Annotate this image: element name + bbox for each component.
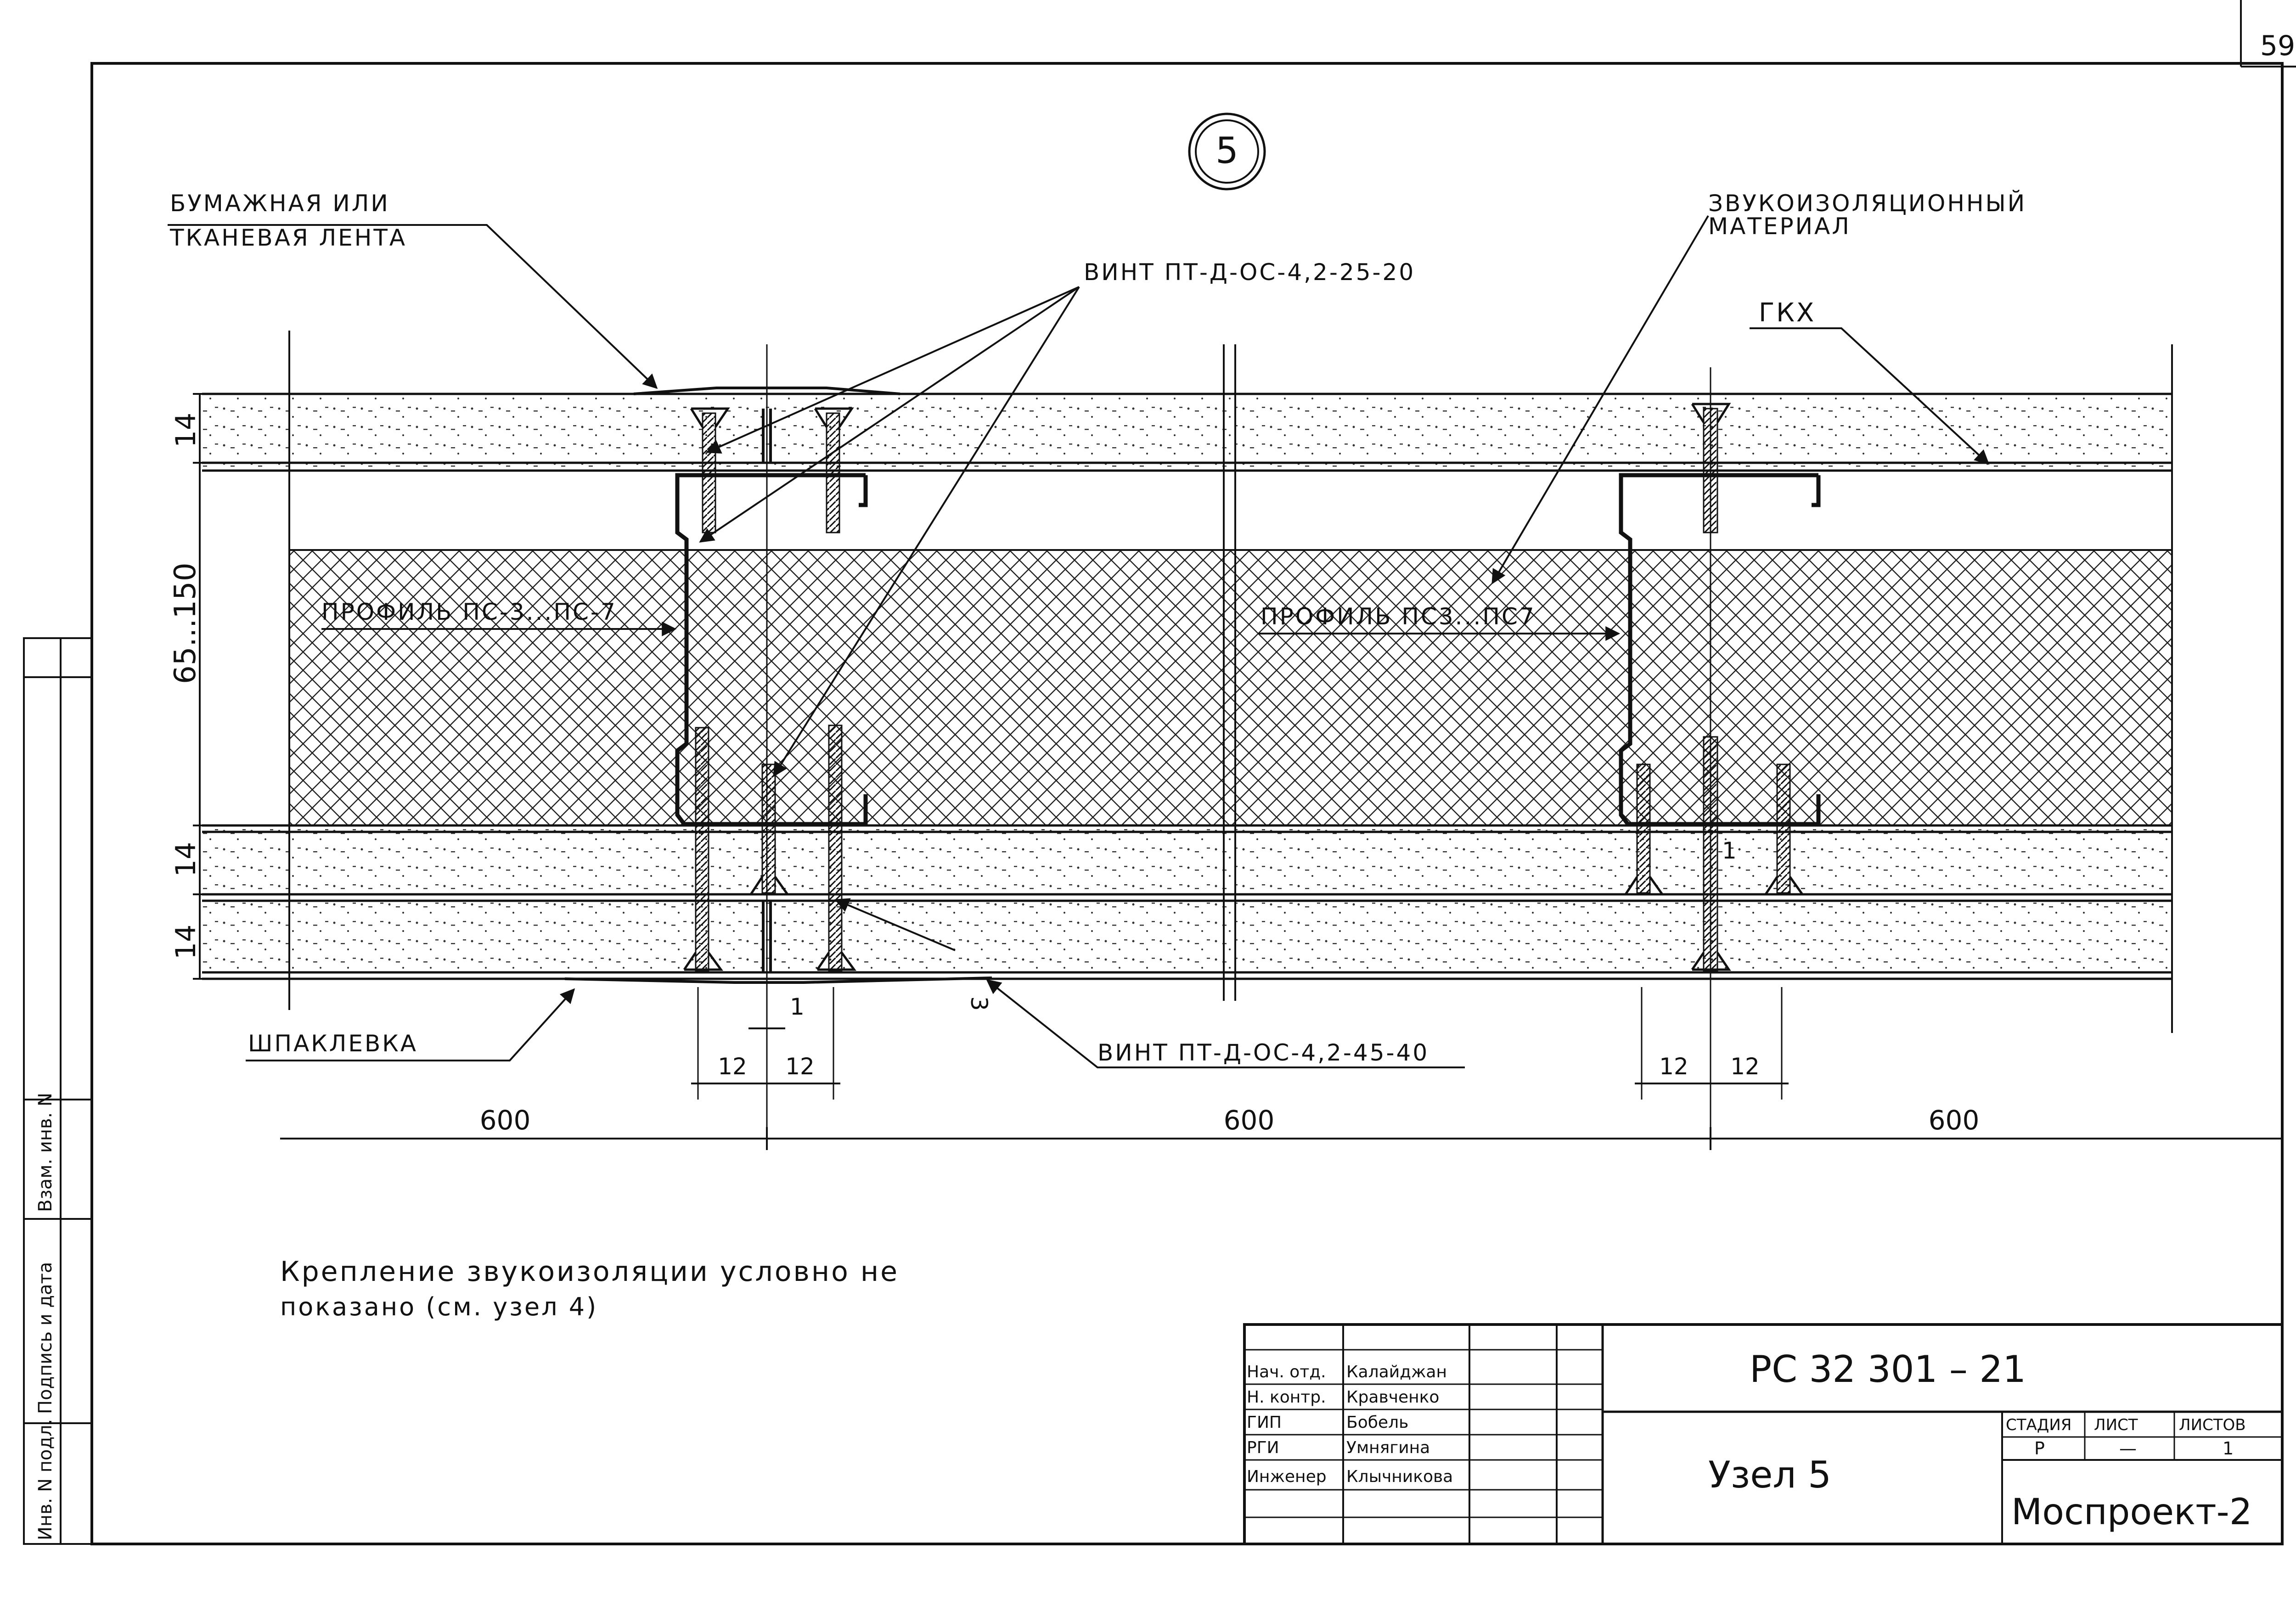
stamp-replace-label: Взам. инв. N (35, 1093, 56, 1212)
label-insulation-2: МАТЕРИАЛ (1708, 213, 1851, 240)
staff-name-4: Умнягина (1346, 1438, 1430, 1457)
side-stamp: Инв. N подл. Подпись и дата Взам. инв. N (23, 637, 93, 1545)
title-block: Нач. отд. Калайджан Н. контр. Кравченко … (1243, 1323, 2284, 1545)
dim-gap-left: 1 (790, 993, 805, 1020)
staff-role-3: ГИП (1247, 1413, 1282, 1432)
stamp-signature-label: Подпись и дата (35, 1262, 56, 1414)
note-line-1: Крепление звукоизоляции условно не (280, 1256, 899, 1288)
staff-role-4: РГИ (1247, 1438, 1279, 1457)
board-top (202, 394, 2172, 470)
dim-gap-right: 1 (1722, 837, 1737, 864)
note-line-2: показано (см. узел 4) (280, 1292, 598, 1321)
stage-value-2: — (2119, 1438, 2137, 1459)
page-number-box: 59 (2240, 0, 2296, 67)
stage-header-3: ЛИСТОВ (2179, 1416, 2246, 1434)
profile-right (1619, 473, 1821, 826)
label-gkh: ГКХ (1759, 298, 1816, 328)
dimensions: 14 65...150 14 14 12 12 1 3 12 12 1 600 … (169, 393, 2282, 1150)
dim-offset-3: 3 (966, 996, 992, 1011)
span-2: 600 (1224, 1105, 1275, 1136)
drawing-title: Узел 5 (1708, 1454, 1831, 1496)
page-number: 59 (2260, 30, 2295, 62)
label-tape-1: БУМАЖНАЯ ИЛИ (170, 190, 390, 217)
stage-header-2: ЛИСТ (2094, 1416, 2138, 1434)
stage-header-1: СТАДИЯ (2006, 1416, 2071, 1434)
dim-left-12a: 12 (718, 1053, 747, 1080)
dim-right-12a: 12 (1659, 1053, 1688, 1080)
screws-right (1624, 403, 1805, 972)
staff-name-3: Бобель (1346, 1413, 1408, 1432)
label-screw-top: ВИНТ ПТ-Д-ОС-4,2-25-20 (1084, 259, 1415, 286)
label-profile-right: ПРОФИЛЬ ПС3...ПС7 (1261, 603, 1536, 630)
organization: Моспроект-2 (2011, 1492, 2252, 1533)
callouts: БУМАЖНАЯ ИЛИ ТКАНЕВАЯ ЛЕНТА ВИНТ ПТ-Д-ОС… (168, 190, 2026, 1068)
screws-left (683, 407, 856, 972)
dim-board-bottom: 14 (170, 925, 202, 960)
label-screw-bottom: ВИНТ ПТ-Д-ОС-4,2-45-40 (1097, 1039, 1429, 1066)
stage-value-3: 1 (2223, 1438, 2234, 1459)
span-3: 600 (1929, 1105, 1980, 1136)
staff-name-1: Калайджан (1346, 1363, 1447, 1381)
dim-board-top: 14 (170, 413, 202, 448)
label-putty: ШПАКЛЕВКА (248, 1030, 418, 1057)
staff-role-2: Н. контр. (1247, 1388, 1326, 1407)
label-profile-left: ПРОФИЛЬ ПС-3...ПС-7 (321, 599, 617, 625)
doc-code: РС 32 301 – 21 (1750, 1348, 2026, 1391)
label-insulation-1: ЗВУКОИЗОЛЯЦИОННЫЙ (1708, 190, 2026, 217)
note: Крепление звукоизоляции условно не показ… (280, 1256, 899, 1321)
stamp-inv-label: Инв. N подл. (35, 1419, 56, 1540)
dim-board-mid: 14 (170, 842, 202, 877)
staff-role-5: Инженер (1247, 1467, 1327, 1486)
insulation-layer (289, 550, 2172, 825)
wall-section (202, 331, 2173, 1033)
board-middle (202, 825, 2172, 894)
node-number: 5 (1216, 130, 1238, 172)
staff-name-2: Кравченко (1346, 1388, 1439, 1407)
staff-name-5: Клычникова (1346, 1467, 1453, 1486)
node-marker: 5 (1188, 112, 1266, 191)
dim-right-12b: 12 (1730, 1053, 1760, 1080)
span-1: 600 (480, 1105, 531, 1136)
label-tape-2: ТКАНЕВАЯ ЛЕНТА (169, 224, 407, 251)
stage-value-1: Р (2034, 1438, 2045, 1459)
dim-cavity: 65...150 (169, 562, 203, 684)
board-bottom (202, 899, 2172, 975)
dim-left-12b: 12 (785, 1053, 815, 1080)
staff-role-1: Нач. отд. (1247, 1363, 1326, 1381)
